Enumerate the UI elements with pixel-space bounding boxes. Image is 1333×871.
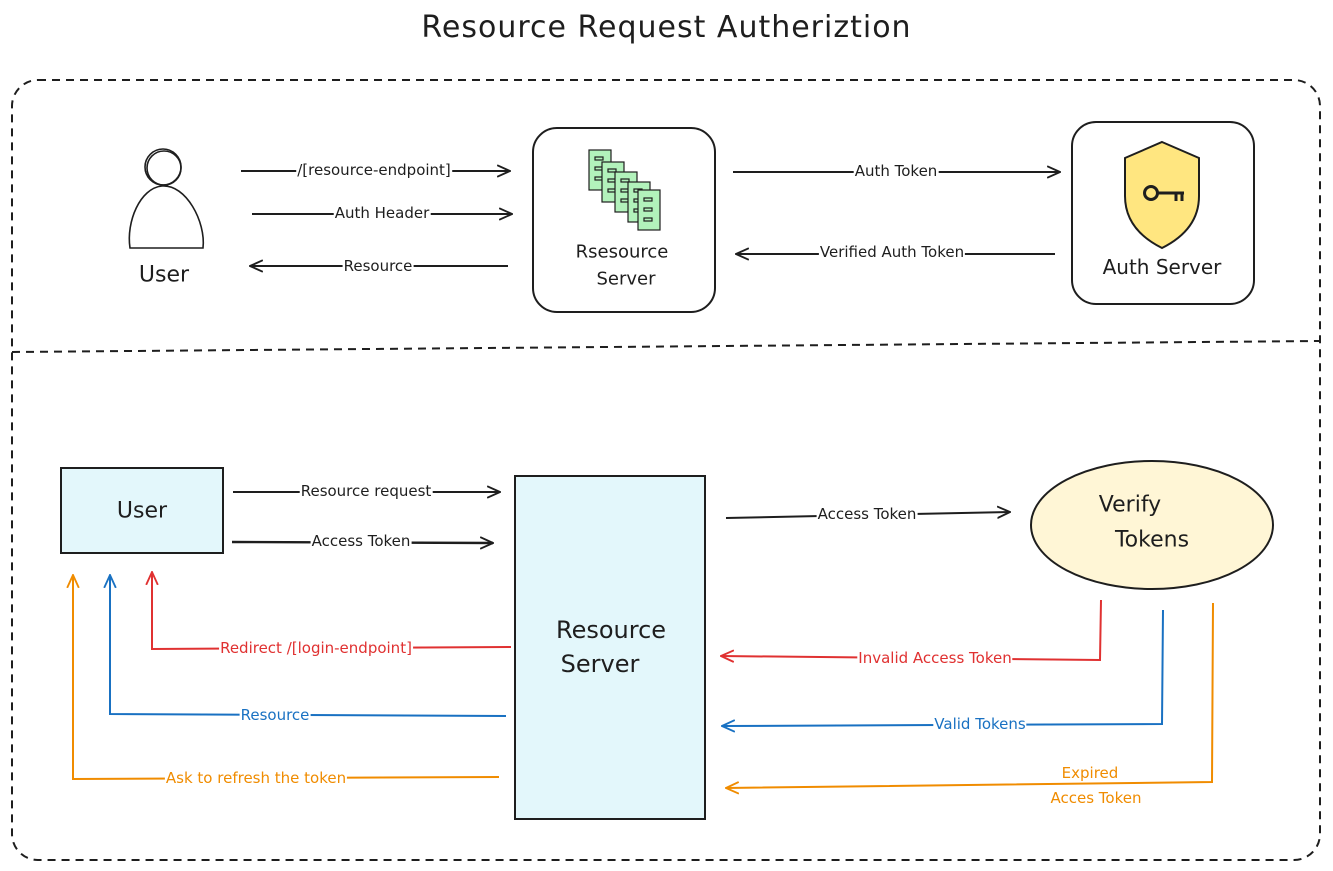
bottom-resource-server-box: [514, 475, 706, 820]
person-icon: [128, 148, 205, 249]
bottom-resource-server-label-1: Resource: [555, 616, 667, 644]
edge-expired-access-token: [726, 602, 1214, 788]
diagram-title: Resource Request Autheriztion: [421, 10, 912, 45]
edge-label-access-token-user: Access Token: [310, 532, 412, 550]
section-divider: [11, 340, 1321, 353]
edge-label-expired-2: Acces Token: [1049, 789, 1143, 807]
server-documents-icon: [588, 149, 661, 231]
top-resource-server-label-2: Server: [596, 268, 656, 290]
edge-label-invalid-access-token: Invalid Access Token: [857, 649, 1013, 667]
top-resource-server-box: [532, 127, 716, 313]
edge-label-auth-header: Auth Header: [333, 204, 431, 222]
outer-frame: [11, 79, 1321, 861]
edge-label-access-token-server: Access Token: [816, 505, 918, 523]
edge-valid-tokens: [722, 609, 1164, 726]
verify-label-1: Verify: [1098, 492, 1162, 518]
edge-label-redirect: Redirect /[login-endpoint]: [219, 639, 413, 657]
bottom-resource-server-label-2: Server: [560, 650, 640, 678]
bottom-user-label: User: [116, 498, 168, 524]
edge-label-valid-tokens: Valid Tokens: [933, 715, 1027, 733]
verify-label-2: Tokens: [1114, 527, 1190, 553]
edge-label-expired-1: Expired: [1060, 764, 1120, 782]
edge-label-auth-token: Auth Token: [853, 162, 939, 180]
edge-label-resource-top: Resource: [342, 257, 414, 275]
top-user-label: User: [138, 262, 190, 288]
edge-redirect: [152, 572, 512, 651]
edge-label-resource-endpoint: /[resource-endpoint]: [296, 161, 452, 179]
edge-ask-refresh: [73, 575, 500, 781]
edge-label-resource-request: Resource request: [299, 482, 433, 500]
edge-resource-bottom: [110, 575, 507, 717]
top-resource-server-label-1: Rsesource: [575, 241, 669, 263]
shield-key-icon: [1124, 140, 1200, 250]
edge-label-verified-auth-token: Verified Auth Token: [818, 243, 966, 261]
auth-server-label: Auth Server: [1102, 255, 1222, 279]
edge-label-ask-refresh: Ask to refresh the token: [164, 769, 348, 787]
edge-invalid-access-token: [721, 599, 1102, 660]
verify-tokens-ellipse: [1030, 460, 1274, 590]
edge-label-resource-bottom: Resource: [239, 706, 311, 724]
bottom-user-box: [60, 467, 224, 554]
